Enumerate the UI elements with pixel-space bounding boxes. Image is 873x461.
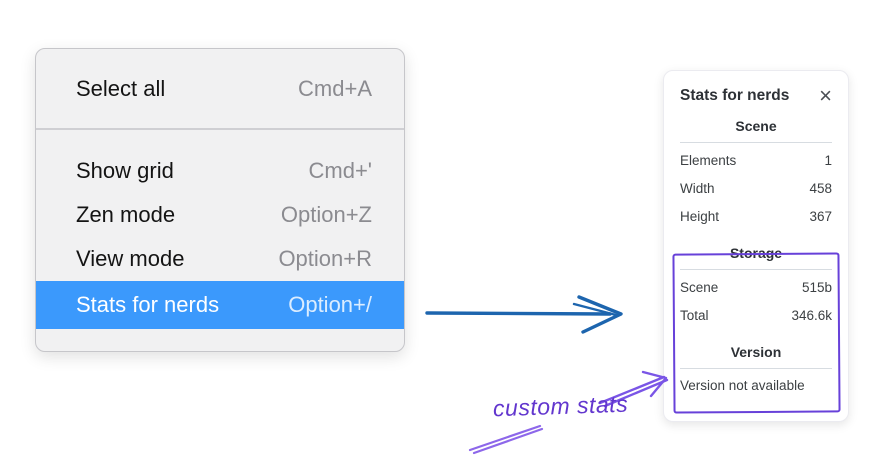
annotation-line-icon xyxy=(468,424,544,455)
stats-panel: Stats for nerds × Scene Elements 1 Width… xyxy=(663,70,849,422)
menu-item-label: Zen mode xyxy=(76,201,176,227)
menu-item-show-grid[interactable]: Show grid Cmd+' xyxy=(36,149,404,193)
section-header-storage: Storage xyxy=(729,245,783,261)
stat-value: 458 xyxy=(809,181,832,196)
stat-row-width: Width 458 xyxy=(680,175,832,203)
stat-label: Scene xyxy=(680,280,719,295)
stat-row-storage-total: Total 346.6k xyxy=(680,302,832,330)
menu-item-view-mode[interactable]: View mode Option+R xyxy=(36,237,404,281)
stat-value: 346.6k xyxy=(791,308,832,323)
version-note: Version not available xyxy=(680,378,805,393)
stat-value: 367 xyxy=(809,209,832,224)
menu-item-zen-mode[interactable]: Zen mode Option+Z xyxy=(36,193,404,237)
menu-item-shortcut: Cmd+' xyxy=(308,157,373,183)
stat-value: 515b xyxy=(801,280,832,295)
flow-arrow-icon xyxy=(425,295,623,334)
section-divider xyxy=(680,269,832,270)
menu-item-shortcut: Option+Z xyxy=(280,201,372,227)
stat-value: 1 xyxy=(824,153,832,168)
close-icon[interactable]: × xyxy=(819,83,832,108)
section-divider xyxy=(680,142,832,143)
menu-item-shortcut: Option+R xyxy=(278,245,372,271)
menu-item-label: Stats for nerds xyxy=(76,291,220,317)
section-header-scene: Scene xyxy=(735,118,777,134)
menu-item-select-all[interactable]: Select all Cmd+A xyxy=(36,67,404,111)
menu-item-label: Show grid xyxy=(76,157,174,183)
menu-item-label: Select all xyxy=(76,75,166,101)
stat-row-elements: Elements 1 xyxy=(680,147,832,175)
menu-item-label: View mode xyxy=(76,245,185,271)
stat-label: Width xyxy=(680,181,715,196)
stat-label: Total xyxy=(680,308,709,323)
stats-panel-title: Stats for nerds xyxy=(680,87,790,104)
menu-divider xyxy=(36,128,404,130)
section-divider xyxy=(680,368,832,369)
stat-row-storage-scene: Scene 515b xyxy=(680,274,832,302)
annotation-label: custom stats xyxy=(492,390,629,422)
stat-label: Elements xyxy=(680,153,737,168)
menu-item-stats-for-nerds[interactable]: Stats for nerds Option+/ xyxy=(36,280,404,329)
stat-row-height: Height 367 xyxy=(680,203,832,231)
menu-item-shortcut: Option+/ xyxy=(288,291,372,317)
stat-label: Height xyxy=(680,209,720,224)
context-menu: Select all Cmd+A Show grid Cmd+' Zen mod… xyxy=(35,48,405,352)
section-header-version: Version xyxy=(730,344,782,360)
menu-item-shortcut: Cmd+A xyxy=(298,75,372,101)
